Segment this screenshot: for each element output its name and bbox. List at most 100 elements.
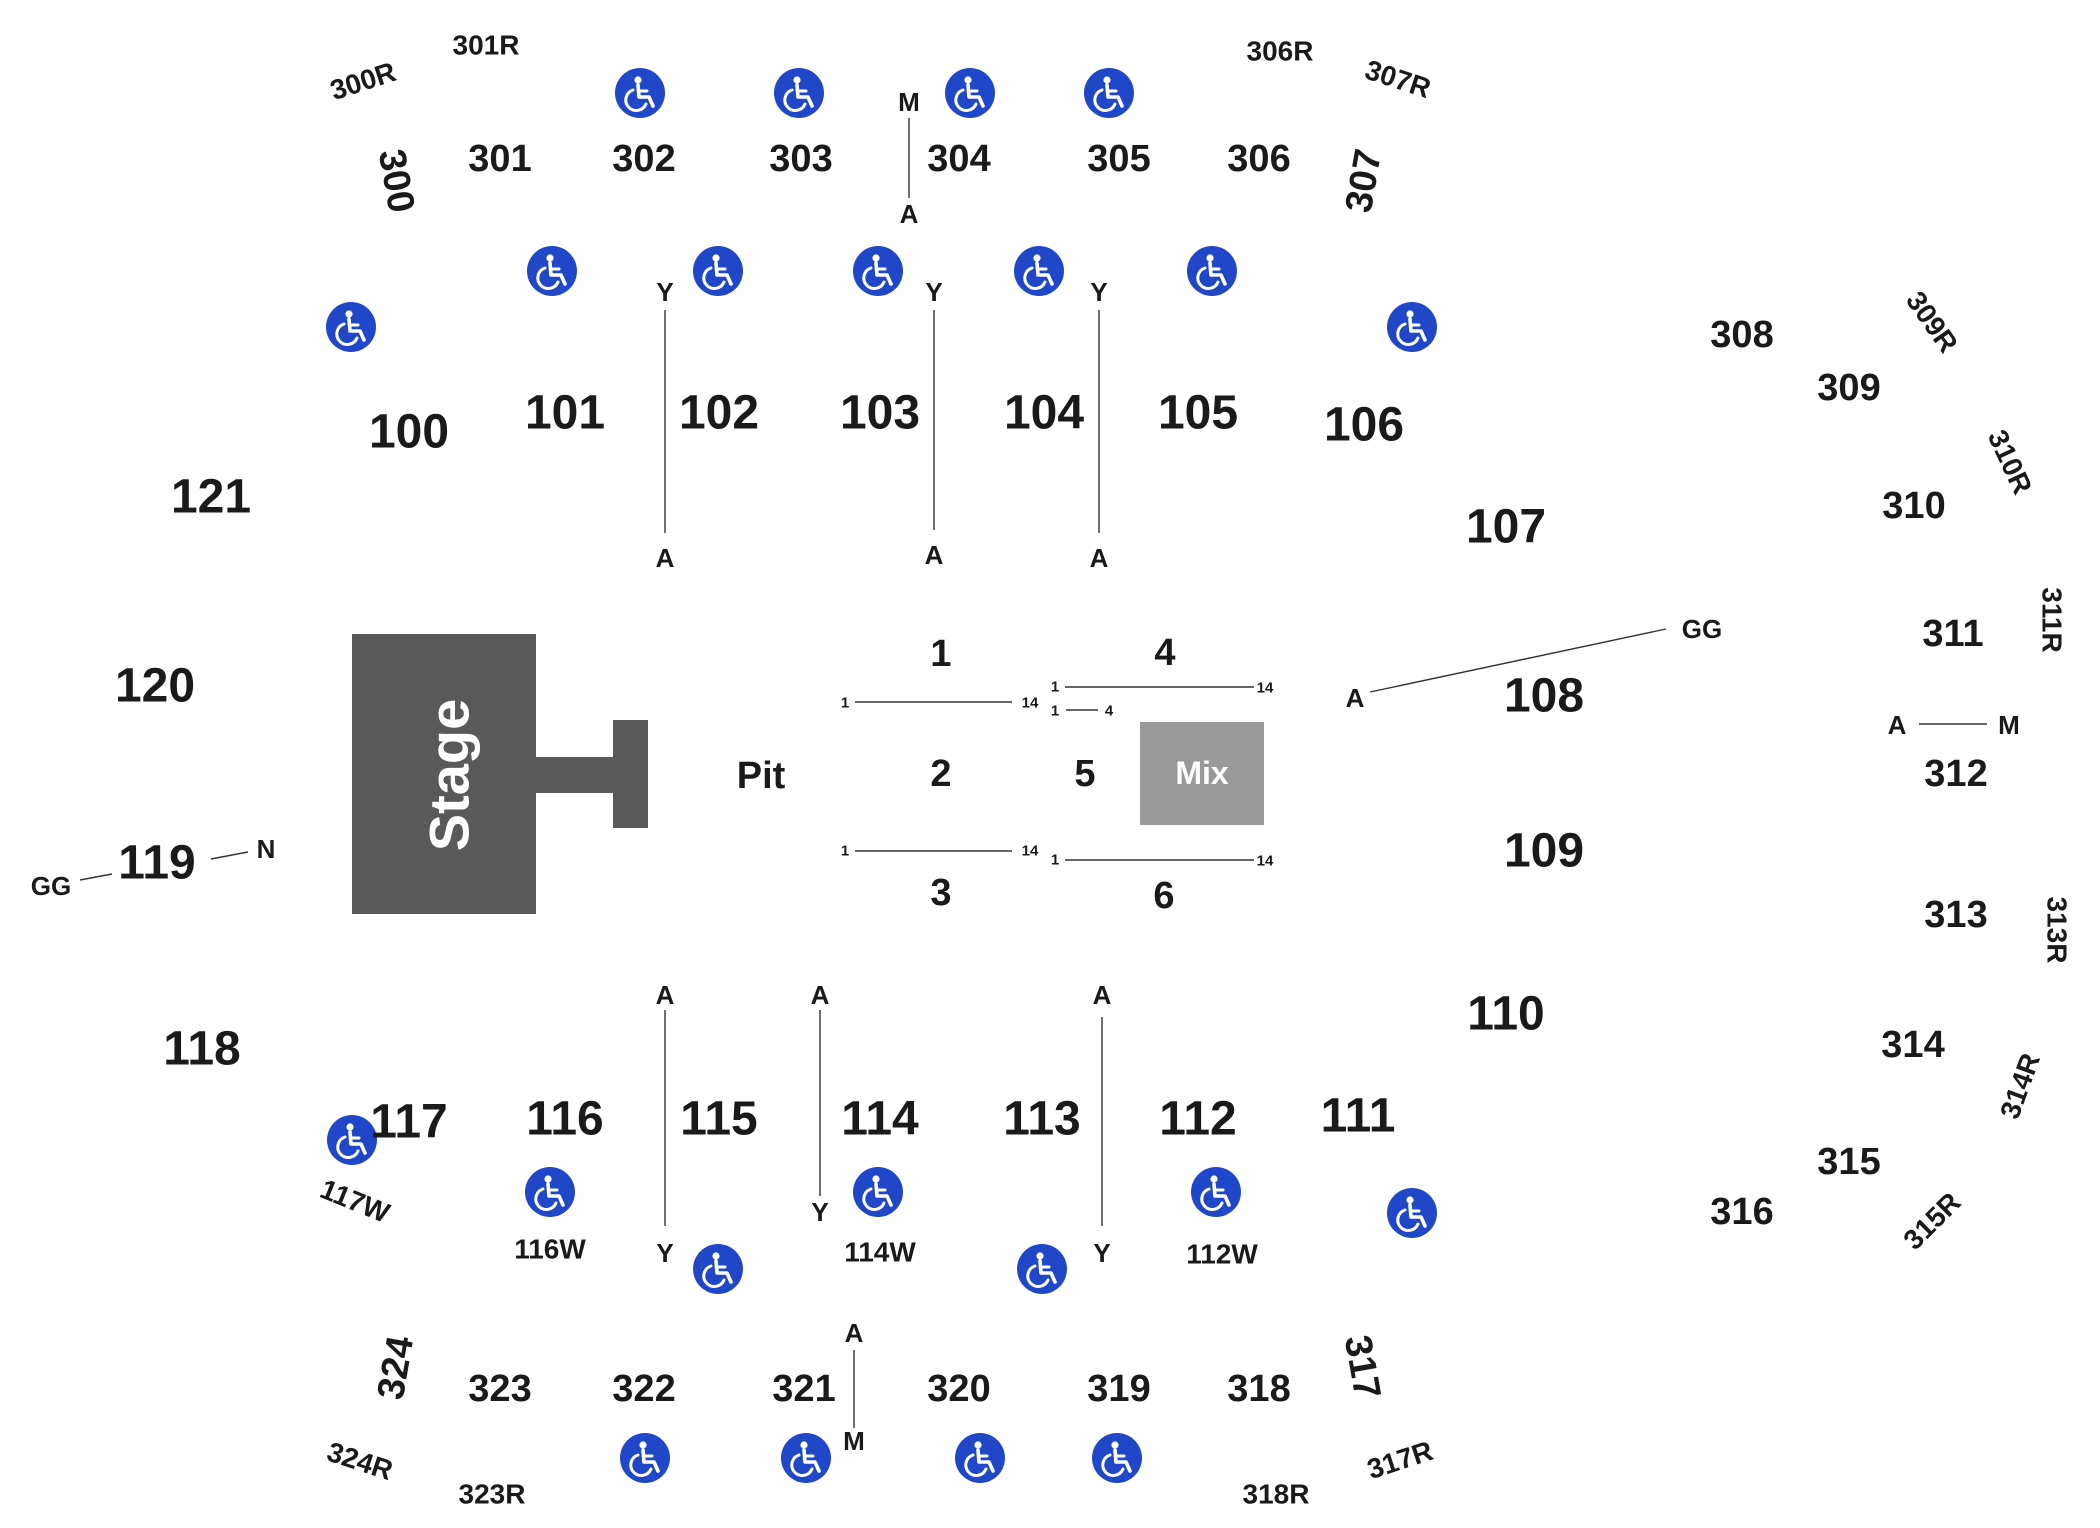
section-301: 301 — [468, 138, 531, 180]
floor-row-number: 14 — [1257, 680, 1274, 697]
floor-row-number: 1 — [1051, 679, 1059, 696]
section-313: 313 — [1924, 894, 1987, 936]
wheelchair-icon — [693, 1244, 743, 1294]
row-letter-GG: GG — [1682, 614, 1722, 644]
row-letter-A: A — [925, 540, 944, 570]
section-323: 323 — [468, 1368, 531, 1410]
section-309: 309 — [1817, 367, 1880, 409]
section-100: 100 — [369, 406, 449, 459]
wheelchair-tag-114W: 114W — [844, 1237, 916, 1268]
section-300: 300 — [370, 146, 422, 216]
section-116: 116 — [526, 1093, 603, 1146]
section-119: 119 — [118, 837, 195, 890]
stage-label: Stage — [418, 699, 481, 852]
wheelchair-icon — [1017, 1244, 1067, 1294]
section-111: 111 — [1321, 1090, 1396, 1143]
section-107: 107 — [1466, 501, 1546, 554]
row-tag-318R: 318R — [1243, 1479, 1310, 1510]
section-318: 318 — [1227, 1368, 1290, 1410]
row-letter-Y: Y — [925, 277, 942, 307]
row-letter-A: A — [1093, 980, 1112, 1010]
floor-row-number: 4 — [1105, 703, 1114, 720]
section-305: 305 — [1087, 138, 1150, 180]
row-line — [79, 873, 113, 881]
row-tag-307R: 307R — [1361, 54, 1434, 104]
floor-row-number: 1 — [1051, 703, 1059, 720]
floor-section-2: 2 — [930, 753, 951, 795]
row-tag-306R: 306R — [1247, 36, 1314, 67]
row-tag-309R: 309R — [1900, 286, 1964, 359]
wheelchair-icon — [1191, 1167, 1241, 1217]
section-303: 303 — [769, 138, 832, 180]
wheelchair-icon — [1084, 68, 1134, 118]
floor-row-number: 1 — [1051, 852, 1059, 869]
wheelchair-icon — [1387, 302, 1437, 352]
wheelchair-tag-117W: 117W — [316, 1173, 395, 1229]
section-112: 112 — [1159, 1093, 1236, 1146]
row-line — [210, 851, 249, 860]
wheelchair-icon — [1092, 1433, 1142, 1483]
row-letter-A: A — [1090, 543, 1109, 573]
wheelchair-icon — [693, 246, 743, 296]
row-letter-GG: GG — [31, 871, 71, 901]
section-316: 316 — [1710, 1191, 1773, 1233]
section-103: 103 — [840, 387, 920, 440]
row-tag-324R: 324R — [323, 1436, 396, 1486]
section-106: 106 — [1324, 399, 1404, 452]
wheelchair-icon — [781, 1433, 831, 1483]
row-letter-A: A — [1888, 710, 1907, 740]
row-letter-Y: Y — [1090, 277, 1107, 307]
floor-section-5: 5 — [1074, 753, 1095, 795]
wheelchair-icon — [615, 68, 665, 118]
section-108: 108 — [1504, 670, 1584, 723]
wheelchair-icon — [945, 68, 995, 118]
section-118: 118 — [163, 1023, 240, 1076]
section-101: 101 — [525, 387, 605, 440]
section-104: 104 — [1004, 387, 1084, 440]
row-tag-301R: 301R — [453, 30, 520, 61]
row-letter-Y: Y — [656, 277, 673, 307]
section-310: 310 — [1882, 485, 1945, 527]
mix-position — [1140, 722, 1264, 825]
row-letter-A: A — [1346, 683, 1365, 713]
wheelchair-icon — [620, 1433, 670, 1483]
section-320: 320 — [927, 1368, 990, 1410]
row-letter-Y: Y — [656, 1238, 673, 1268]
section-322: 322 — [612, 1368, 675, 1410]
stage-and-mix-layer — [352, 634, 1264, 914]
floor-row-number: 14 — [1257, 853, 1274, 870]
section-114: 114 — [841, 1093, 919, 1146]
wheelchair-tag-112W: 112W — [1186, 1239, 1258, 1270]
section-105: 105 — [1158, 387, 1238, 440]
floor-section-4: 4 — [1154, 632, 1175, 674]
row-letter-N: N — [257, 834, 276, 864]
stage-thrust — [535, 757, 613, 793]
wheelchair-icon — [853, 246, 903, 296]
section-110: 110 — [1467, 988, 1544, 1041]
row-tag-311R: 311R — [2037, 587, 2068, 652]
section-102: 102 — [679, 387, 759, 440]
floor-section-3: 3 — [930, 872, 951, 914]
section-120: 120 — [115, 660, 195, 713]
row-tag-300R: 300R — [326, 56, 399, 106]
stage-thrust-end — [613, 720, 648, 828]
floor-row-number: 14 — [1022, 843, 1039, 860]
wheelchair-layer — [326, 68, 1437, 1483]
floor-section-1: 1 — [930, 633, 951, 675]
section-311: 311 — [1922, 613, 1983, 655]
wheelchair-icon — [1014, 246, 1064, 296]
row-line — [1369, 628, 1667, 693]
stage — [352, 634, 536, 914]
row-letter-A: A — [900, 199, 919, 229]
row-letter-Y: Y — [811, 1197, 828, 1227]
wheelchair-icon — [1187, 246, 1237, 296]
section-115: 115 — [680, 1093, 757, 1146]
pit-label: Pit — [737, 755, 786, 797]
section-312: 312 — [1924, 753, 1987, 795]
floor-row-number: 1 — [841, 695, 849, 712]
row-letter-A: A — [656, 980, 675, 1010]
section-302: 302 — [612, 138, 675, 180]
wheelchair-icon — [527, 246, 577, 296]
row-letter-M: M — [843, 1426, 865, 1456]
